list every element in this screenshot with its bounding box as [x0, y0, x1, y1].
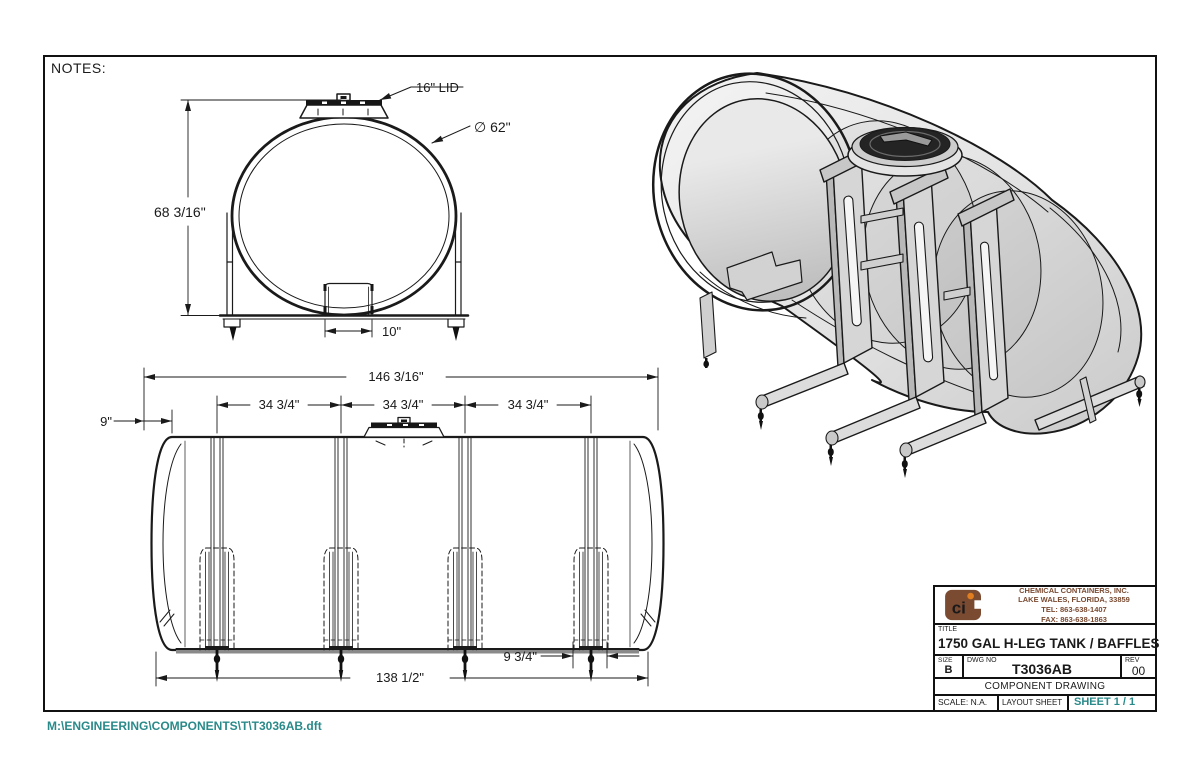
rev-cell: REV 00	[1122, 656, 1155, 678]
company-name: CHEMICAL CONTAINERS, INC.	[1019, 585, 1129, 595]
side-view: 146 3/16" 34 3/4" 34 3/4" 34 3/4" 9"	[100, 367, 665, 687]
layout-sheet-cell: LAYOUT SHEET	[999, 696, 1069, 710]
dim-spacing-label-2: 34 3/4"	[383, 397, 424, 412]
svg-text:ci: ci	[952, 599, 966, 618]
lid-label: 16" LID	[416, 80, 459, 95]
iso-columns	[819, 143, 1015, 417]
side-dim-leg-width	[540, 641, 640, 669]
file-path: M:\ENGINEERING\COMPONENTS\T\T3036AB.dft	[47, 719, 322, 733]
front-tank-outline	[230, 115, 458, 317]
company-fax: FAX: 863-638-1863	[1041, 614, 1107, 624]
side-legs	[199, 547, 609, 682]
company-row: ci CHEMICAL CONTAINERS, INC. LAKE WALES,…	[935, 586, 1155, 625]
size-label: SIZE	[938, 657, 953, 664]
side-dim-end-offset	[113, 409, 173, 434]
dim-end-offset-label: 9"	[100, 414, 112, 429]
rev-label: REV	[1125, 657, 1140, 664]
dwg-no-label: DWG NO	[967, 657, 997, 664]
cci-logo: ci	[935, 588, 993, 622]
dim-spacing-label-1: 34 3/4"	[259, 397, 300, 412]
dwg-no-cell: DWG NO T3036AB	[964, 656, 1122, 677]
dim-overall-label: 146 3/16"	[368, 369, 424, 384]
size-value: B	[944, 664, 953, 676]
weld-marks	[159, 609, 656, 627]
dim-height-label: 68 3/16"	[154, 204, 206, 220]
side-dim-overall	[143, 367, 659, 431]
dim-base-label: 138 1/2"	[376, 670, 424, 685]
company-info: CHEMICAL CONTAINERS, INC. LAKE WALES, FL…	[993, 586, 1155, 625]
title-label: TITLE	[938, 626, 958, 633]
drawing-title: 1750 GAL H-LEG TANK / BAFFLES	[938, 636, 1160, 651]
front-sump	[323, 282, 374, 316]
drawing-type-row: COMPONENT DRAWING	[935, 679, 1155, 696]
scale-sheet-row: SCALE: N.A. LAYOUT SHEET SHEET 1 / 1	[935, 696, 1155, 710]
size-cell: SIZE B	[935, 656, 964, 677]
dim-sump-label: 10"	[382, 324, 401, 339]
diameter-label: ∅ 62"	[474, 119, 511, 135]
company-address: LAKE WALES, FLORIDA, 33859	[1018, 595, 1130, 605]
side-dim-spacing	[216, 395, 592, 434]
front-leader-lid	[379, 86, 464, 101]
company-tel: TEL: 863-638-1407	[1041, 605, 1107, 614]
scale-cell: SCALE: N.A.	[935, 696, 999, 710]
baffle-bands	[210, 436, 598, 651]
rev-value: 00	[1131, 664, 1146, 678]
front-tank-inner-wall	[238, 123, 450, 309]
title-row: TITLE 1750 GAL H-LEG TANK / BAFFLES	[935, 625, 1160, 656]
iso-interior-seat	[726, 251, 803, 301]
drawing-type: COMPONENT DRAWING	[984, 681, 1106, 692]
front-dim-height	[180, 99, 342, 316]
side-tank-outline	[150, 435, 665, 652]
sheet-number-cell: SHEET 1 / 1	[1074, 696, 1136, 708]
sheet-border	[43, 55, 1157, 712]
front-dim-sump	[324, 319, 373, 338]
front-legs-base	[218, 212, 470, 341]
iso-manway	[847, 126, 963, 177]
dim-spacing-label-3: 34 3/4"	[508, 397, 549, 412]
dim-leg-width-label: 9 3/4"	[503, 649, 537, 664]
front-lid	[299, 93, 389, 119]
iso-rails	[699, 291, 1146, 478]
front-leader-diameter	[431, 125, 471, 144]
front-view: 68 3/16" 10" 16" LID ∅ 62"	[154, 80, 511, 341]
side-lid	[363, 416, 445, 448]
side-dim-base	[155, 651, 649, 687]
iso-view	[651, 72, 1146, 478]
dwg-no-value: T3036AB	[1012, 661, 1072, 677]
title-block: ci CHEMICAL CONTAINERS, INC. LAKE WALES,…	[933, 585, 1160, 710]
size-dwg-rev-row: SIZE B DWG NO T3036AB REV 00	[935, 656, 1155, 679]
notes-label: NOTES:	[51, 60, 107, 76]
